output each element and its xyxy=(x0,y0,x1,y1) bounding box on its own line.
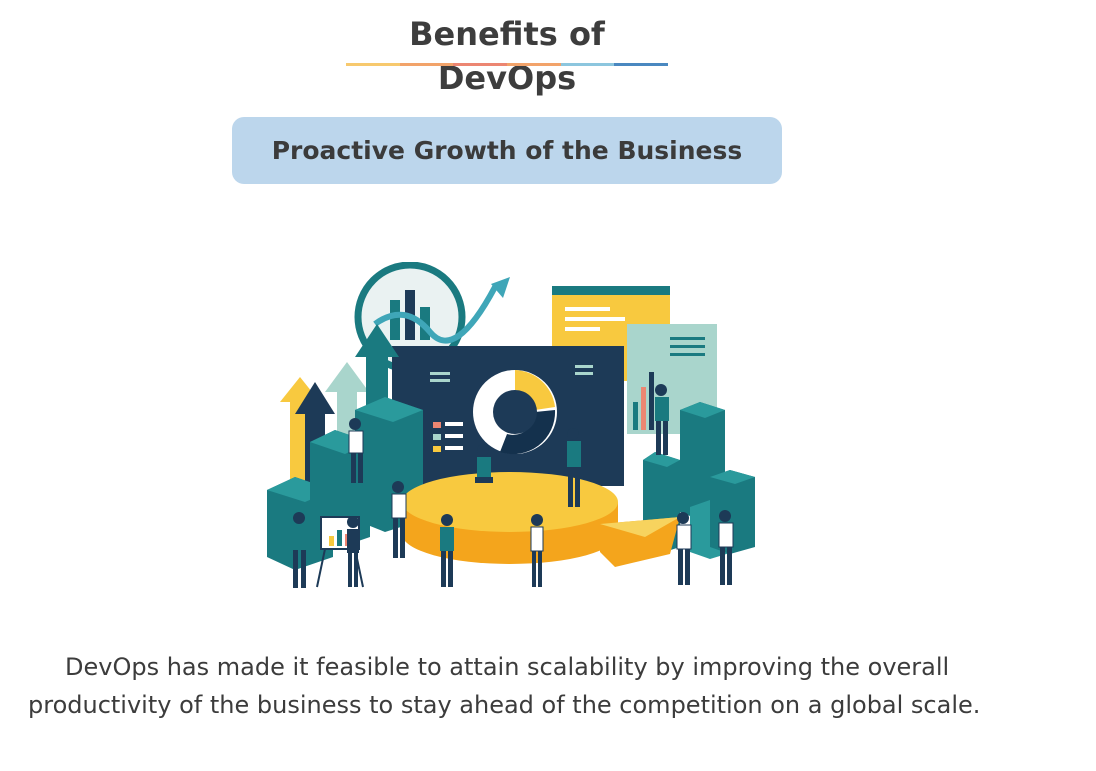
person xyxy=(530,514,544,587)
person xyxy=(567,428,581,507)
people xyxy=(292,384,734,588)
person xyxy=(655,384,669,455)
underline-segment xyxy=(507,63,561,66)
underline-segment xyxy=(560,63,615,66)
person xyxy=(718,510,734,585)
subtitle-banner: Proactive Growth of the Business xyxy=(232,117,782,184)
person xyxy=(347,516,359,587)
person xyxy=(676,512,692,585)
arrow-up-mint xyxy=(325,362,369,462)
person xyxy=(292,512,306,588)
person xyxy=(348,418,364,483)
underline-segment xyxy=(346,63,400,66)
underline-segment xyxy=(399,63,454,66)
business-growth-illustration xyxy=(267,262,755,588)
person xyxy=(440,514,454,587)
arrow-up-teal xyxy=(355,324,399,412)
page-title: Benefits of DevOps xyxy=(409,15,605,97)
subtitle-text: Proactive Growth of the Business xyxy=(271,136,743,165)
underline-segment xyxy=(614,63,669,66)
mini-bars xyxy=(633,372,654,430)
pie-platform xyxy=(402,472,680,567)
dashboard-screen xyxy=(392,346,624,486)
title-underline xyxy=(346,63,669,66)
body-paragraph: DevOps has made it feasible to attain sc… xyxy=(28,653,981,719)
person xyxy=(475,444,493,483)
person xyxy=(391,481,407,558)
underline-segment xyxy=(453,63,508,66)
